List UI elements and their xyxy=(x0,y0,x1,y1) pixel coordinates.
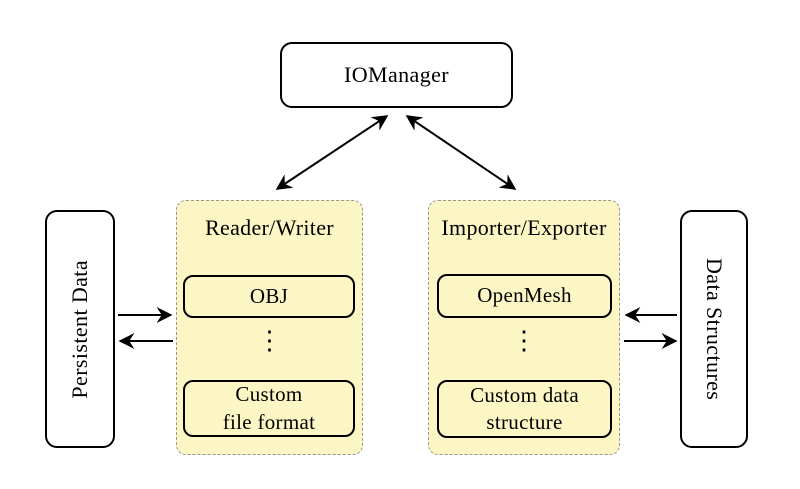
group-reader-writer: Reader/Writer OBJ ⋮ Custom file format xyxy=(176,200,363,455)
node-custom-data-structure: Custom data structure xyxy=(437,380,612,438)
persistent-data-label: Persistent Data xyxy=(67,259,92,399)
node-persistent-data: Persistent Data xyxy=(45,210,115,448)
group-importer-exporter: Importer/Exporter OpenMesh ⋮ Custom data… xyxy=(428,200,620,455)
reader-writer-ellipsis: ⋮ xyxy=(256,326,283,355)
obj-label: OBJ xyxy=(249,283,289,308)
importer-exporter-ellipsis: ⋮ xyxy=(511,326,537,355)
importer-exporter-title: Importer/Exporter xyxy=(441,215,607,240)
iomanager-label: IOManager xyxy=(344,61,449,87)
reader-writer-title: Reader/Writer xyxy=(205,215,334,240)
arrow-iomanager-readerwriter xyxy=(275,115,389,190)
node-data-structures: Data Structures xyxy=(680,210,748,448)
custom-file-format-label: Custom file format xyxy=(222,382,316,434)
custom-data-structure-label: Custom data structure xyxy=(470,382,579,434)
node-custom-file-format: Custom file format xyxy=(183,380,355,437)
arrow-iomanager-importerexporter xyxy=(405,115,517,190)
node-iomanager: IOManager xyxy=(280,42,513,108)
data-structures-label: Data Structures xyxy=(702,257,727,401)
openmesh-label: OpenMesh xyxy=(477,283,572,308)
node-obj: OBJ xyxy=(183,275,355,318)
node-openmesh: OpenMesh xyxy=(437,274,612,318)
